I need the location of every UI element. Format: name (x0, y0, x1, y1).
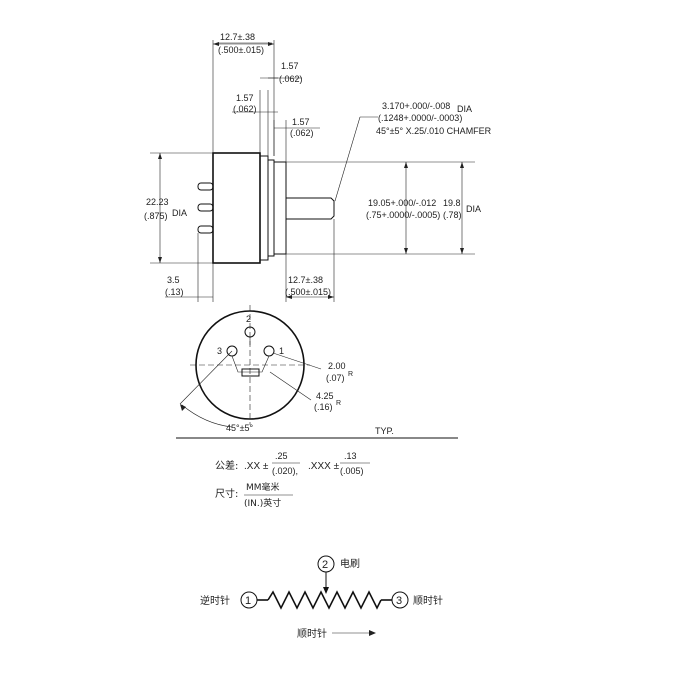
terminal-mid (197, 203, 214, 212)
cw-label: 顺时针 (413, 594, 443, 607)
tolerance-xxx-num: .13 (344, 451, 357, 461)
wiper-arrow (323, 587, 329, 594)
radius-small-mm: 2.00 (328, 361, 346, 371)
typ-label: TYP. (375, 426, 394, 436)
radius-small-inch: (.07) (326, 373, 345, 383)
units-inch: (IN.)英寸 (244, 497, 281, 509)
tolerance-xxx-den: (.005) (340, 466, 364, 476)
element-rect (241, 368, 260, 377)
dim-top-mm: 12.7±.38 (220, 32, 255, 42)
notes: 公差: .XX ± .25 (.020), .XXX ± .13 (.005) … (215, 451, 370, 509)
flange-outline (259, 155, 269, 261)
dim-flange-c-mm: 1.57 (292, 117, 310, 127)
units-mm: MM毫米 (246, 481, 280, 493)
direction-label: 顺时针 (297, 627, 327, 640)
dim-flange-b-inch: (.062) (233, 104, 257, 114)
dim-shaft-dia: DIA (457, 104, 472, 114)
dim-outer-dia: DIA (466, 204, 481, 214)
dim-top-inch: (.500±.015) (218, 45, 264, 55)
dim-flange-c-inch: (.062) (290, 128, 314, 138)
terminal-bottom (197, 225, 214, 234)
pin3-circle (391, 591, 409, 609)
front-view: 2 3 1 2.00 (.07) R 4.25 (.16) R 45°±5° T… (176, 305, 458, 439)
dim-shaft-length-mm: 12.7±.38 (288, 275, 323, 285)
radius-large-r: R (336, 400, 341, 407)
dim-body-inch: (.875) (144, 211, 168, 221)
radius-large-inch: (.16) (314, 402, 333, 412)
angle-label: 45°±5° (226, 423, 254, 433)
wiper-label: 电刷 (340, 557, 360, 570)
tolerance-label: 公差: (215, 459, 238, 472)
pin2-label: 2 (246, 314, 251, 324)
pin3-label: 3 (217, 346, 222, 356)
radius-large-mm: 4.25 (316, 391, 334, 401)
dim-shaft-mm: 3.170+.000/-.008 (382, 101, 450, 111)
terminal-top (197, 182, 214, 191)
schematic: 逆时针 1 3 顺时针 2 电刷 顺时针 (200, 555, 443, 640)
pin1-label: 1 (279, 346, 284, 356)
side-view: 12.7±.38 (.500±.015) 1.57 (.062) 1.57 (.… (144, 32, 492, 302)
dim-outer-mm: 19.8 (443, 198, 461, 208)
pin1-hole (263, 345, 275, 357)
dim-body-mm: 22.23 (146, 197, 169, 207)
dim-body-dia: DIA (172, 208, 187, 218)
bushing-outline (273, 161, 287, 255)
dim-bushing-mm: 19.05+.000/-.012 (368, 198, 436, 208)
radius-small-r: R (348, 371, 353, 378)
dim-shaft-inch: (.1248+.0000/-.0003) (378, 113, 462, 123)
tolerance-xx-den: (.020), (272, 466, 298, 476)
tolerance-xx-num: .25 (275, 451, 288, 461)
dim-flange-a-inch: (.062) (279, 74, 303, 84)
tolerance-xxx: .XXX ± (308, 461, 340, 472)
schematic-pin1: 1 (245, 595, 251, 607)
dim-outer-inch: (.78) (443, 210, 462, 220)
schematic-pin3: 3 (396, 595, 402, 607)
dim-terminal-inch: (.13) (165, 287, 184, 297)
dim-shaft-length-inch: (.500±.015) (285, 287, 331, 297)
dim-flange-a-mm: 1.57 (281, 61, 299, 71)
ccw-label: 逆时针 (200, 594, 230, 607)
dim-terminal-mm: 3.5 (167, 275, 180, 285)
dim-flange-b-mm: 1.57 (236, 93, 254, 103)
tolerance-xx: .XX ± (244, 461, 269, 472)
schematic-pin2: 2 (322, 559, 328, 571)
flange2-outline (267, 159, 275, 257)
resistor-zigzag (267, 590, 382, 610)
direction-arrow (369, 630, 376, 636)
dim-bushing-inch: (.75+.0000/-.0005) (366, 210, 440, 220)
shaft-outline (286, 197, 335, 220)
dim-chamfer: 45°±5° X.25/.010 CHAMFER (376, 126, 492, 136)
body-outline (212, 152, 261, 264)
units-label: 尺寸: (215, 487, 238, 500)
